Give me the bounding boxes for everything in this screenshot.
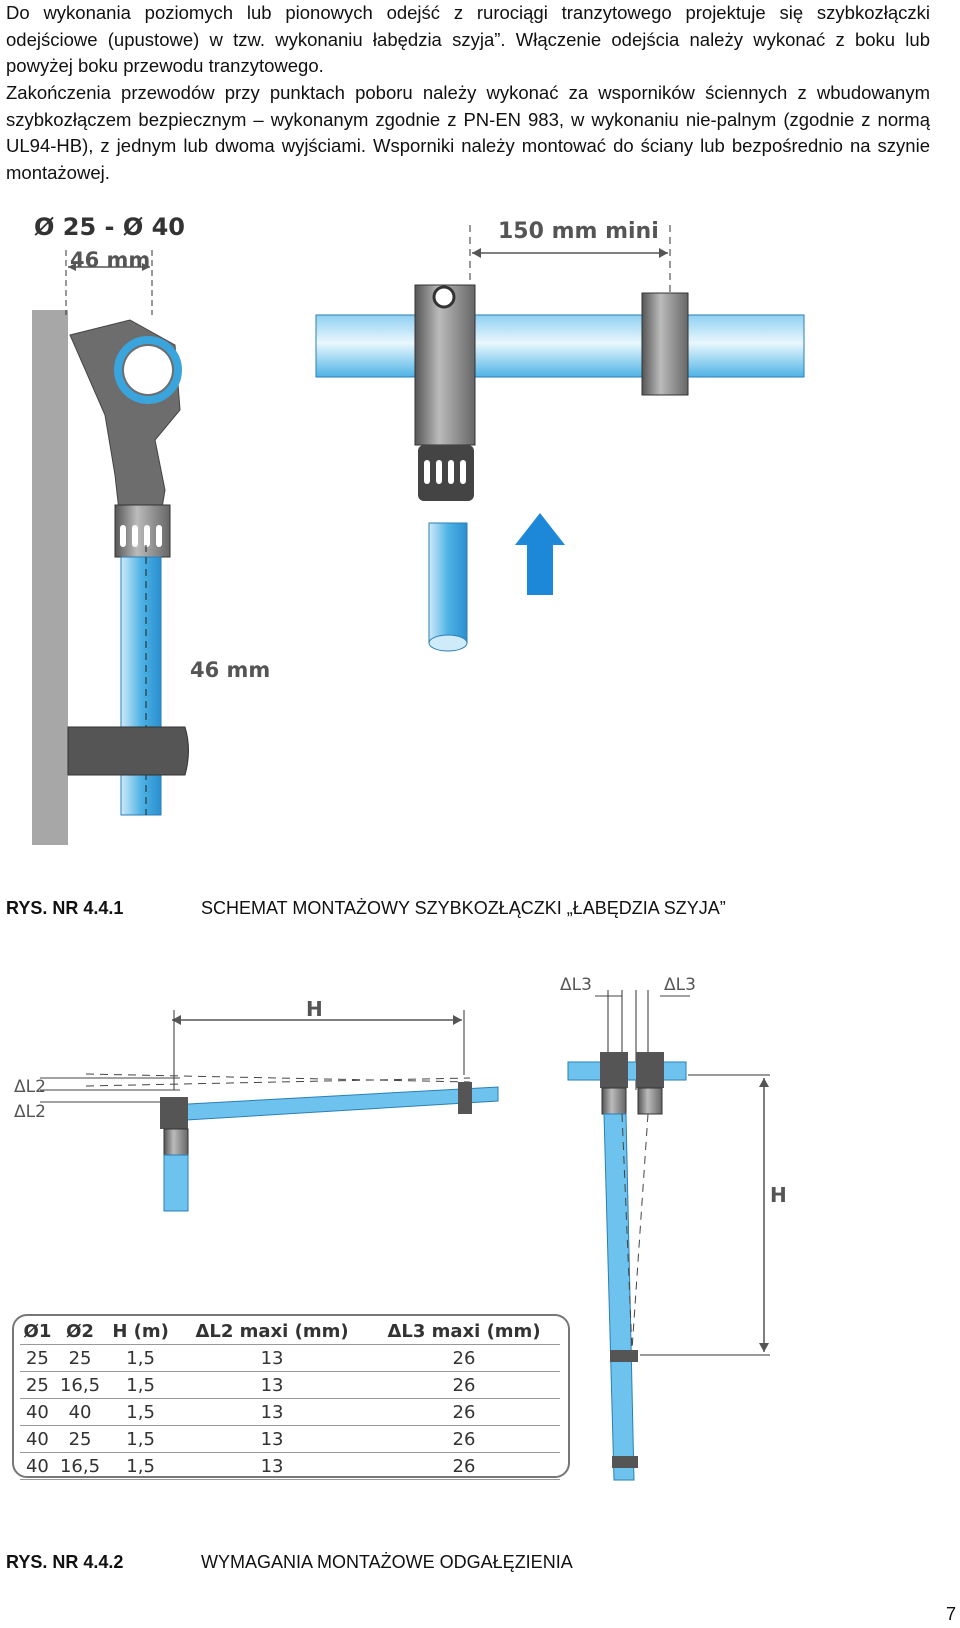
- dl2-label-a: ΔL2: [14, 1077, 46, 1097]
- cell: 1,5: [105, 1371, 177, 1399]
- cell: 25: [20, 1344, 55, 1372]
- table-row: 25 16,5 1,5 13 26: [20, 1371, 560, 1399]
- cell: 16,5: [54, 1452, 106, 1480]
- dim-side-label: 46 mm: [190, 658, 270, 682]
- h-horizontal-label: H: [306, 997, 323, 1021]
- figure-caption-1: RYS. NR 4.4.1 SCHEMAT MONTAŻOWY SZYBKOZŁ…: [6, 898, 906, 922]
- tilted-pipe: [169, 1086, 499, 1122]
- cell: 40: [20, 1425, 55, 1453]
- header-d1: Ø1: [20, 1318, 55, 1345]
- cell: 26: [368, 1344, 560, 1372]
- dl3-label-left: ΔL3: [560, 975, 592, 995]
- caption-number: RYS. NR 4.4.2: [6, 1552, 124, 1572]
- table-row: 40 40 1,5 13 26: [20, 1398, 560, 1426]
- figure-branch-requirements: H ΔL2 ΔL2 ΔL3 ΔL3 H: [14, 975, 787, 1481]
- wall: [32, 310, 68, 845]
- caption-text: WYMAGANIA MONTAŻOWE ODGAŁĘZIENIA: [201, 1552, 573, 1572]
- cell: 40: [20, 1398, 55, 1426]
- caption-number: RYS. NR 4.4.1: [6, 898, 124, 918]
- header-d2: Ø2: [54, 1318, 106, 1345]
- vertical-pipe: [120, 556, 162, 816]
- horizontal-pipe: [315, 314, 805, 378]
- cell: 1,5: [105, 1398, 177, 1426]
- endpoint-paragraph: Zakończenia przewodów przy punktach pobo…: [6, 82, 930, 183]
- cell: 13: [176, 1398, 368, 1426]
- page-number: 7: [945, 1604, 956, 1624]
- header-dl3: ΔL3 maxi (mm): [368, 1318, 560, 1345]
- dl3-label-right: ΔL3: [664, 975, 696, 995]
- gooseneck-coupler-top: [414, 284, 476, 446]
- requirements-table: Ø1 Ø2 H (m) ΔL2 maxi (mm) ΔL3 maxi (mm) …: [12, 1314, 572, 1480]
- dl2-label-b: ΔL2: [14, 1102, 46, 1122]
- pipe-clamp: [641, 292, 689, 396]
- branch-pipe: [428, 522, 468, 644]
- cell: 40: [20, 1452, 55, 1480]
- cell: 40: [54, 1398, 106, 1426]
- cell: 1,5: [105, 1452, 177, 1480]
- caption-text: SCHEMAT MONTAŻOWY SZYBKOZŁĄCZKI „ŁABĘDZI…: [201, 898, 726, 918]
- cell: 26: [368, 1425, 560, 1453]
- cell: 13: [176, 1425, 368, 1453]
- intro-paragraph: Do wykonania poziomych lub pionowych ode…: [6, 2, 930, 76]
- cell: 25: [20, 1371, 55, 1399]
- figure-caption-2: RYS. NR 4.4.2 WYMAGANIA MONTAŻOWE ODGAŁĘ…: [6, 1552, 906, 1576]
- dim-top-label: 46 mm: [70, 248, 150, 272]
- cell: 26: [368, 1398, 560, 1426]
- table-row: 25 25 1,5 13 26: [20, 1344, 560, 1372]
- cell: 26: [368, 1371, 560, 1399]
- cell: 13: [176, 1371, 368, 1399]
- cell: 13: [176, 1344, 368, 1372]
- cell: 26: [368, 1452, 560, 1480]
- cell: 25: [54, 1425, 106, 1453]
- cell: 13: [176, 1452, 368, 1480]
- table-row: 40 25 1,5 13 26: [20, 1425, 560, 1453]
- wall-bracket: [67, 726, 189, 776]
- cell: 1,5: [105, 1344, 177, 1372]
- h-vertical-label: H: [770, 1183, 787, 1207]
- dim-spacing-label: 150 mm mini: [498, 219, 659, 244]
- header-h: H (m): [105, 1318, 177, 1345]
- header-dl2: ΔL2 maxi (mm): [176, 1318, 368, 1345]
- cell: 1,5: [105, 1425, 177, 1453]
- figure-gooseneck-diagram: Ø 25 - Ø 40 46 mm 46 mm 150 mm mini: [32, 213, 805, 845]
- table-header-row: Ø1 Ø2 H (m) ΔL2 maxi (mm) ΔL3 maxi (mm): [20, 1318, 560, 1345]
- cell: 25: [54, 1344, 106, 1372]
- diameter-label: Ø 25 - Ø 40: [34, 213, 185, 241]
- table-row: 40 16,5 1,5 13 26: [20, 1452, 560, 1480]
- cell: 16,5: [54, 1371, 106, 1399]
- insert-direction-arrow: [515, 513, 565, 595]
